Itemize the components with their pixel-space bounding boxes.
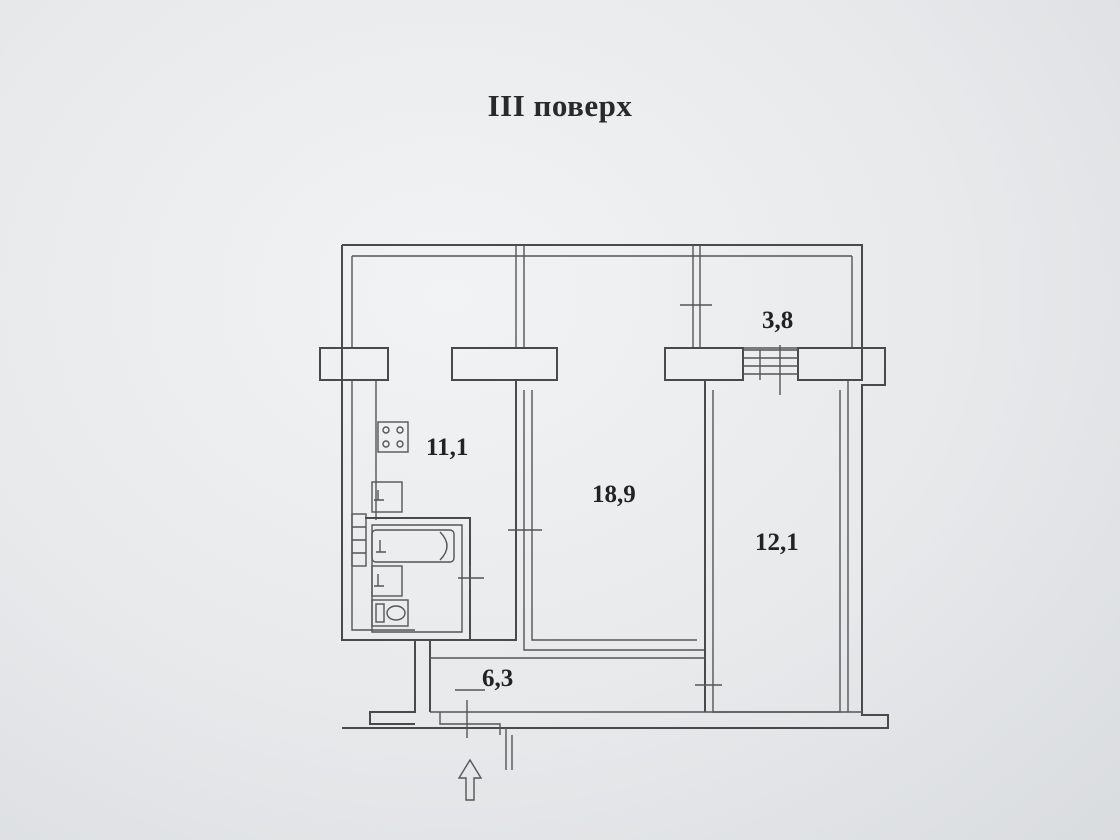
hallway-walls [430, 657, 862, 770]
burner-icon [382, 440, 390, 448]
living-room-walls [429, 380, 706, 712]
balcony-area-label: 3,8 [762, 307, 793, 334]
burner-icon [396, 440, 404, 448]
entrance-arrow-icon [457, 758, 483, 801]
hallway-area-label: 6,3 [482, 665, 513, 692]
stove-icon [377, 421, 409, 453]
toilet-icon [371, 599, 409, 627]
washbasin-icon [371, 565, 403, 597]
floor-title: III поверх [487, 88, 633, 123]
balcony-partitions [515, 245, 852, 349]
burner-icon [396, 426, 404, 434]
sink-icon [371, 481, 403, 513]
bathtub-icon [371, 529, 455, 563]
living-room-area-label: 18,9 [592, 481, 636, 508]
bedroom-area-label: 12,1 [755, 529, 799, 556]
burner-icon [382, 426, 390, 434]
kitchen-area-label: 11,1 [426, 434, 468, 461]
wall-stubs [341, 345, 863, 395]
bathroom [365, 517, 484, 641]
kitchen [341, 380, 415, 640]
